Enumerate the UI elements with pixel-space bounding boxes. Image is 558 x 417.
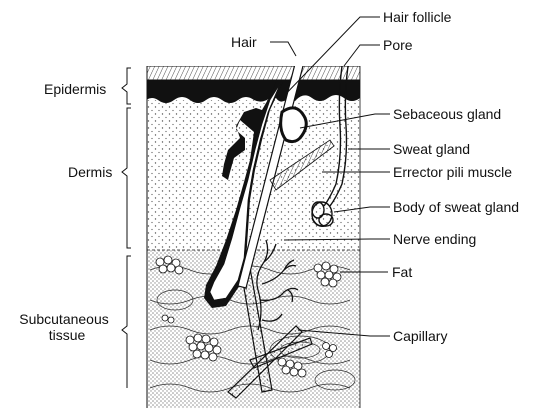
label-dermis: Dermis: [68, 164, 112, 180]
label-capillary: Capillary: [393, 328, 447, 344]
label-hair-follicle: Hair follicle: [383, 9, 451, 25]
tissue-block: [146, 60, 360, 410]
label-pore: Pore: [383, 37, 413, 53]
label-fat: Fat: [392, 264, 412, 280]
label-hair: Hair: [231, 34, 257, 50]
label-sweat-gland: Sweat gland: [393, 141, 470, 157]
label-body-of-sweat-gland: Body of sweat gland: [393, 199, 519, 215]
hair-leader: [270, 42, 296, 56]
subcutaneous-bracket: [122, 256, 131, 388]
sebaceous-gland-shape: [281, 108, 307, 142]
label-nerve-ending: Nerve ending: [393, 231, 476, 247]
label-epidermis: Epidermis: [44, 81, 106, 97]
label-tissue: tissue: [12, 327, 122, 343]
epidermis-surface: [147, 66, 360, 80]
dermis-bracket: [122, 108, 131, 248]
label-erector-pili-muscle: Errector pili muscle: [393, 164, 512, 180]
epidermis-basal-layer: [146, 80, 360, 103]
pore-leader: [344, 45, 380, 66]
label-sebaceous-gland: Sebaceous gland: [393, 106, 501, 122]
label-subcutaneous: Subcutaneous: [12, 311, 116, 327]
layer-brackets: [122, 68, 131, 388]
epidermis-bracket: [122, 68, 131, 104]
